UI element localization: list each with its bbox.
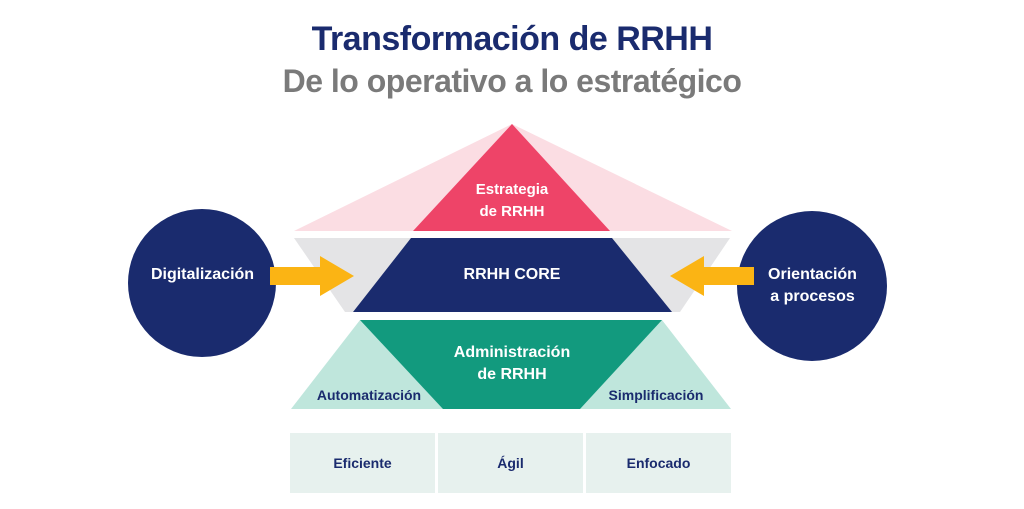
admin-label-line2: de RRHH	[477, 366, 547, 383]
page-subtitle: De lo operativo a lo estratégico	[282, 63, 742, 99]
attribute-focused: Enfocado	[586, 433, 731, 493]
process-orientation-line2: a procesos	[770, 288, 855, 305]
simplification-label: Simplificación	[608, 387, 704, 403]
process-orientation-label: Orientación a procesos	[740, 264, 885, 308]
page-title: Transformación de RRHH	[311, 20, 713, 58]
strategy-label-line2: de RRHH	[479, 203, 545, 220]
strategy-triangle	[413, 124, 610, 231]
left-arrow-icon	[270, 256, 354, 296]
admin-label: Administración de RRHH	[412, 342, 612, 386]
core-label: RRHH CORE	[463, 266, 561, 283]
strategy-label: Estrategia de RRHH	[432, 179, 592, 223]
attribute-agile: Ágil	[438, 433, 583, 493]
process-orientation-line1: Orientación	[768, 266, 857, 283]
right-arrow-icon	[670, 256, 754, 296]
strategy-label-line1: Estrategia	[475, 181, 549, 198]
automation-label: Automatización	[316, 387, 422, 403]
digitalization-label: Digitalización	[150, 266, 255, 283]
digitalization-circle	[128, 209, 276, 357]
admin-label-line1: Administración	[453, 344, 571, 361]
admin-trapezoid	[360, 320, 662, 409]
attribute-efficient: Eficiente	[290, 433, 435, 493]
process-orientation-circle	[737, 211, 887, 361]
core-trapezoid	[353, 238, 672, 312]
attributes-row: Eficiente Ágil Enfocado	[290, 433, 731, 493]
